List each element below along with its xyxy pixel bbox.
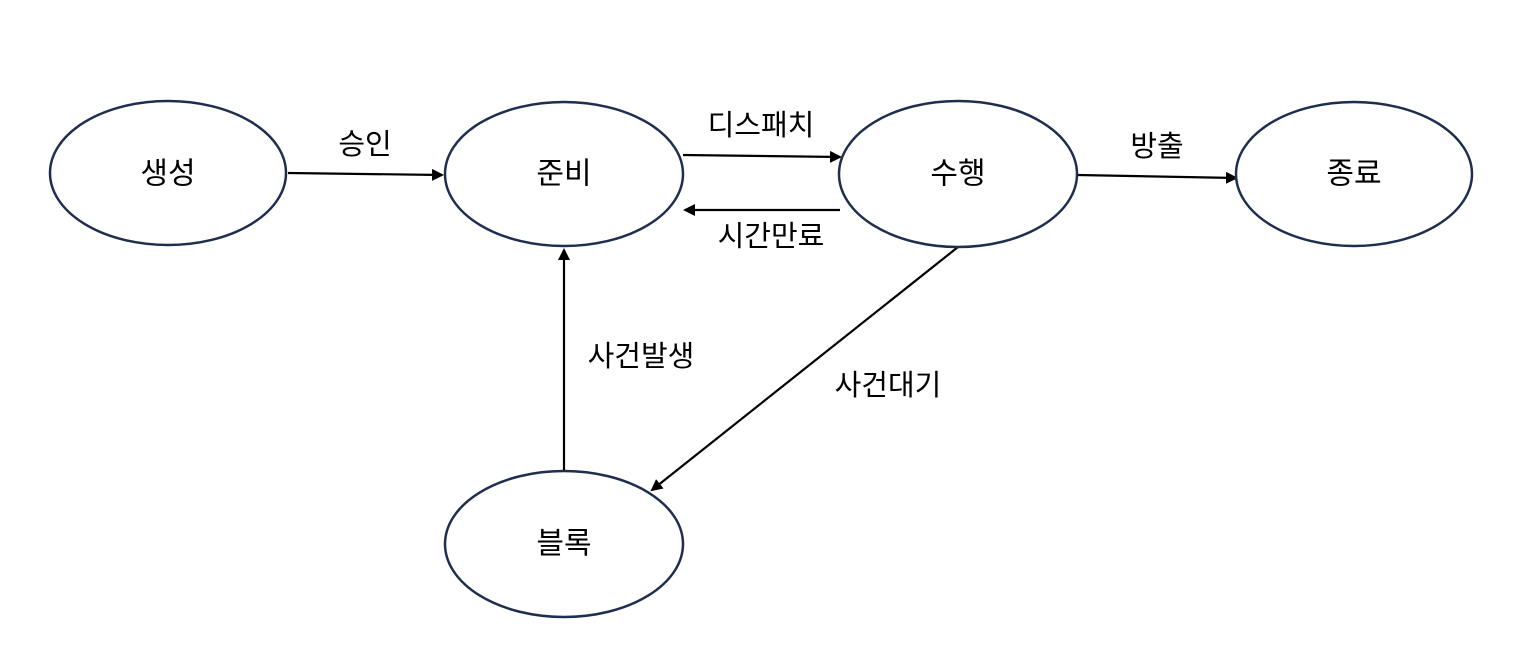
edge-event-wait-label: 사건대기 xyxy=(835,368,942,402)
state-ready-ellipse xyxy=(443,100,685,248)
edge-release-label: 방출 xyxy=(1130,129,1183,163)
edge-timeout-label: 시간만료 xyxy=(718,219,825,253)
edge-event-occur-label: 사건발생 xyxy=(588,339,695,373)
state-exit-label: 종료 xyxy=(1326,157,1381,192)
state-block-label: 블록 xyxy=(536,527,591,562)
state-run-ellipse xyxy=(837,99,1079,249)
edge-event-wait-arrow xyxy=(650,246,959,492)
state-block: 블록 xyxy=(443,469,685,619)
edge-dispatch-arrow xyxy=(682,150,842,163)
state-create: 생성 xyxy=(48,99,288,247)
state-exit-ellipse xyxy=(1234,100,1474,248)
edge-approve-label: 승인 xyxy=(338,127,391,161)
state-ready-label: 준비 xyxy=(536,157,591,192)
state-create-ellipse xyxy=(48,99,288,247)
state-create-label: 생성 xyxy=(140,157,195,192)
state-ready: 준비 xyxy=(443,100,685,248)
state-run: 수행 xyxy=(837,99,1079,249)
edge-dispatch-label: 디스패치 xyxy=(708,108,815,142)
state-exit: 종료 xyxy=(1234,100,1474,248)
state-run-label: 수행 xyxy=(930,157,985,192)
edge-approve-arrow xyxy=(287,168,444,181)
edge-release-arrow xyxy=(1077,171,1238,184)
state-block-ellipse xyxy=(443,469,685,619)
